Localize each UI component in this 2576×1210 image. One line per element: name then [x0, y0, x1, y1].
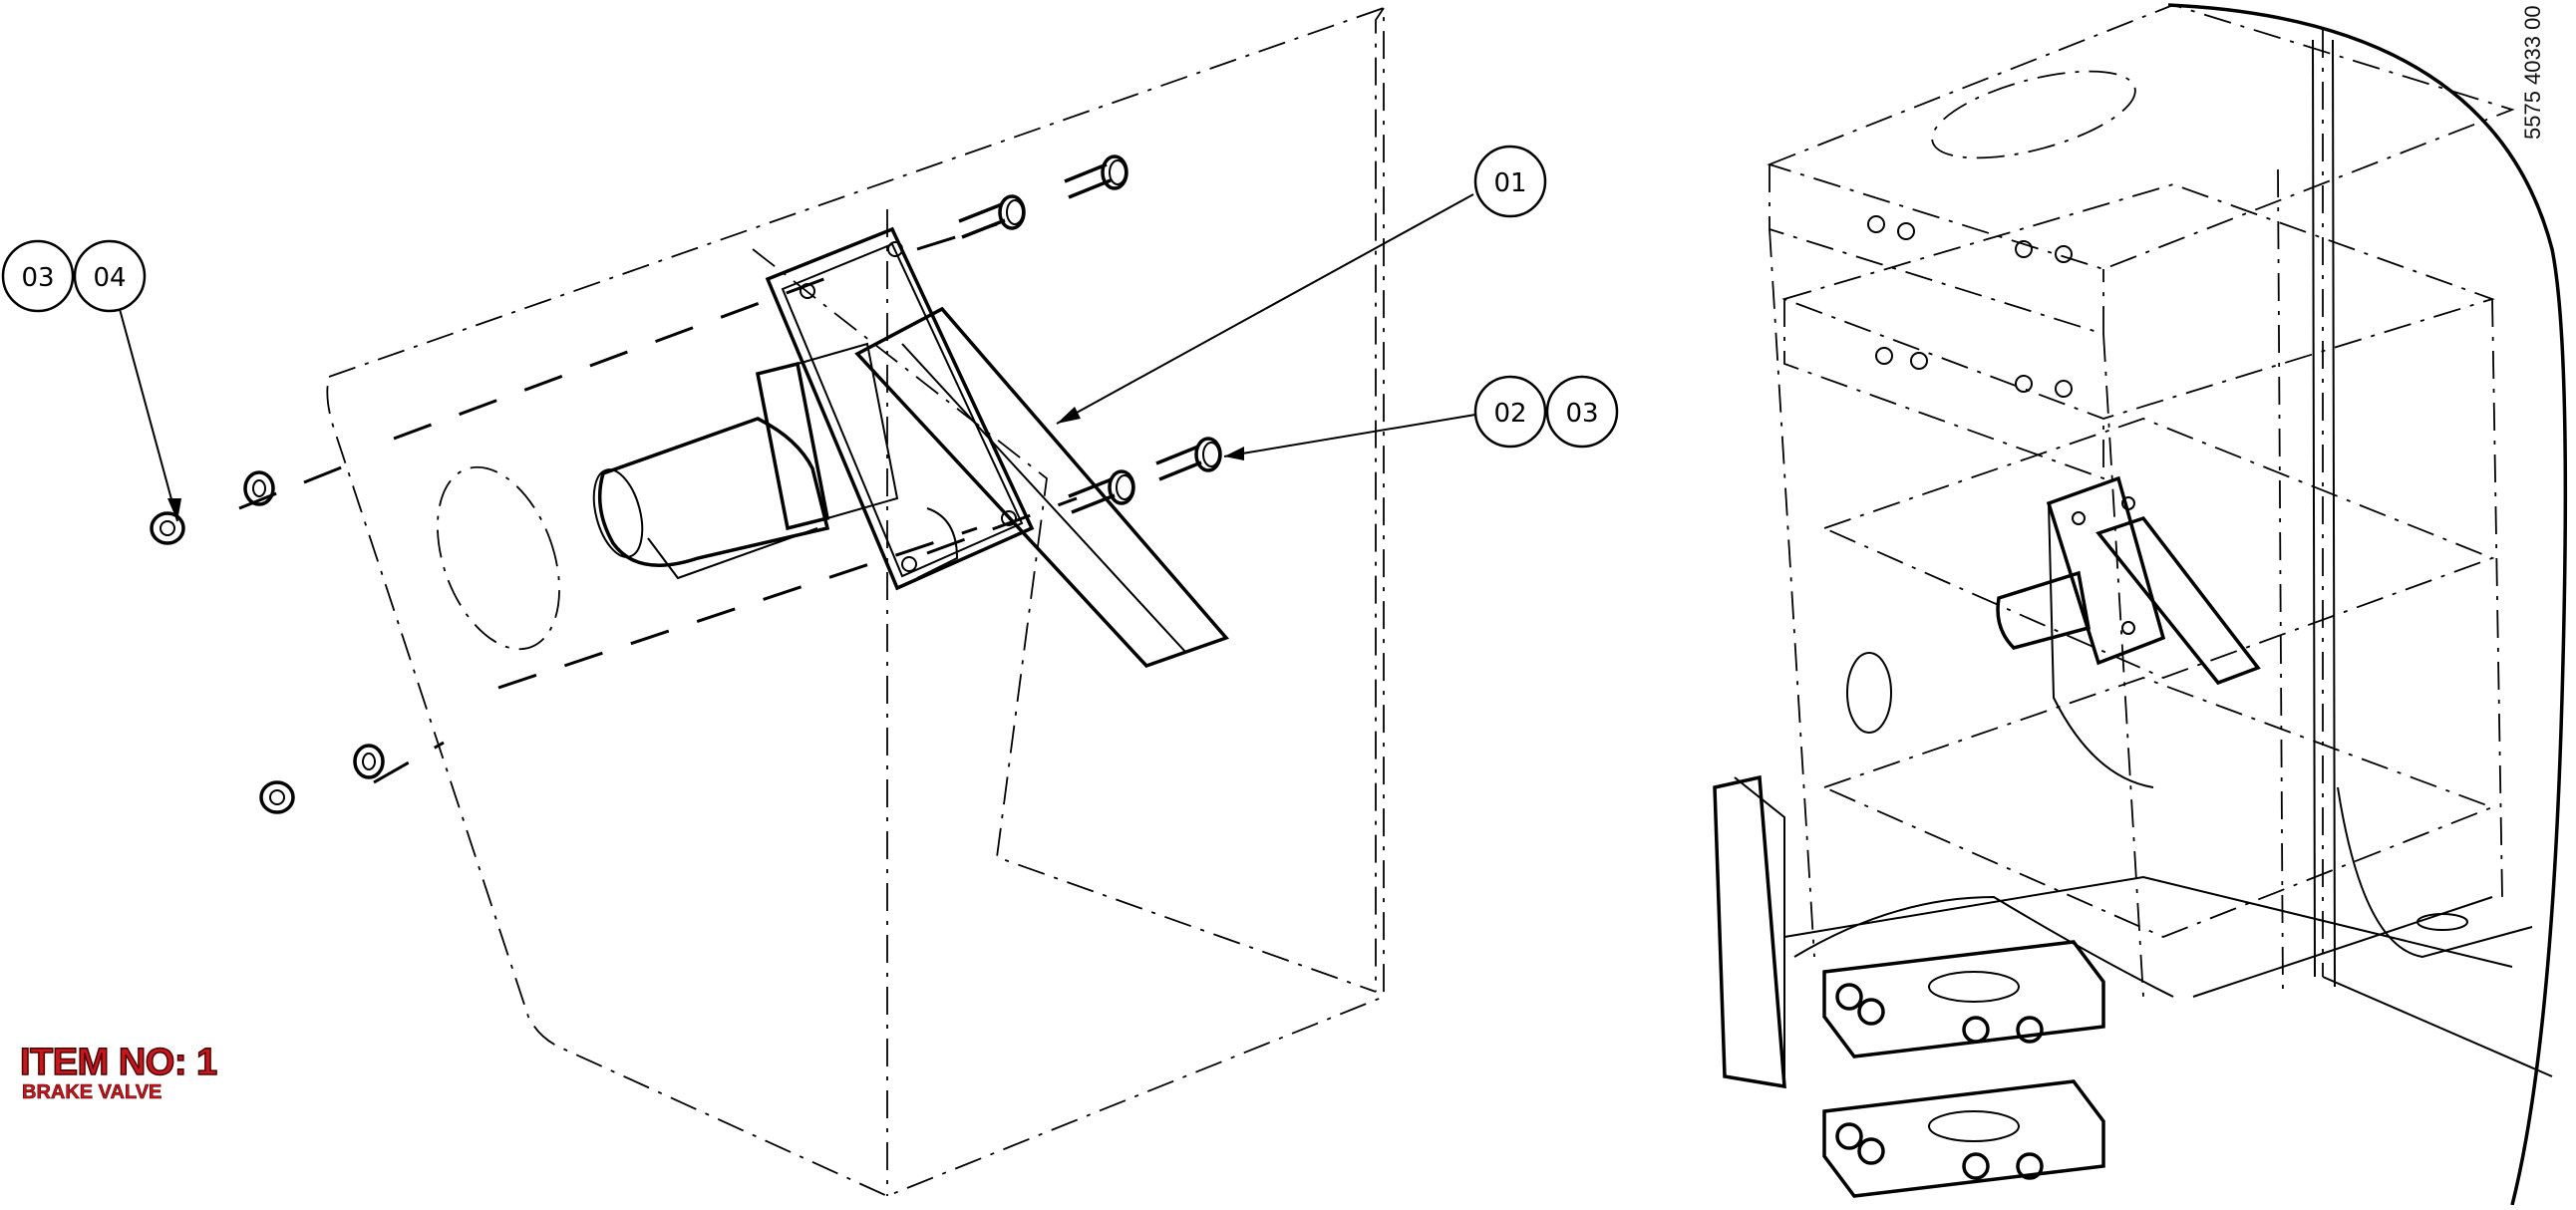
bolt-top-2 [1064, 154, 1128, 199]
callout-03-right-label: 03 [1565, 399, 1598, 429]
item-number-label: ITEM NO: 1 [19, 1041, 218, 1084]
nut-washer-lower [259, 744, 385, 814]
bolt-mid-1 [1068, 469, 1135, 514]
nut-washer-upper [150, 470, 275, 545]
callout-04: 04 [73, 239, 147, 313]
brake-valve-assembly [592, 226, 1230, 669]
mounting-plate [326, 6, 1385, 1197]
callout-02-label: 02 [1493, 399, 1526, 429]
callout-01: 01 [1473, 145, 1547, 218]
callout-03-left-label: 03 [21, 263, 54, 293]
drawing-number: 5575 4033 00 [2520, 5, 2545, 140]
callout-04-label: 04 [93, 263, 126, 293]
bolt-top-1 [958, 194, 1026, 239]
callout-02: 02 [1473, 375, 1547, 449]
tractor-frame-view [1713, 3, 2568, 1206]
assembly-lines [238, 222, 1078, 784]
bolt-mid-2 [1155, 437, 1222, 481]
item-description-label: BRAKE VALVE [22, 1081, 162, 1104]
callout-03-right: 03 [1545, 375, 1619, 449]
callout-03-left: 03 [1, 239, 75, 313]
callout-01-label: 01 [1493, 168, 1526, 198]
leader-lines [119, 193, 1476, 522]
